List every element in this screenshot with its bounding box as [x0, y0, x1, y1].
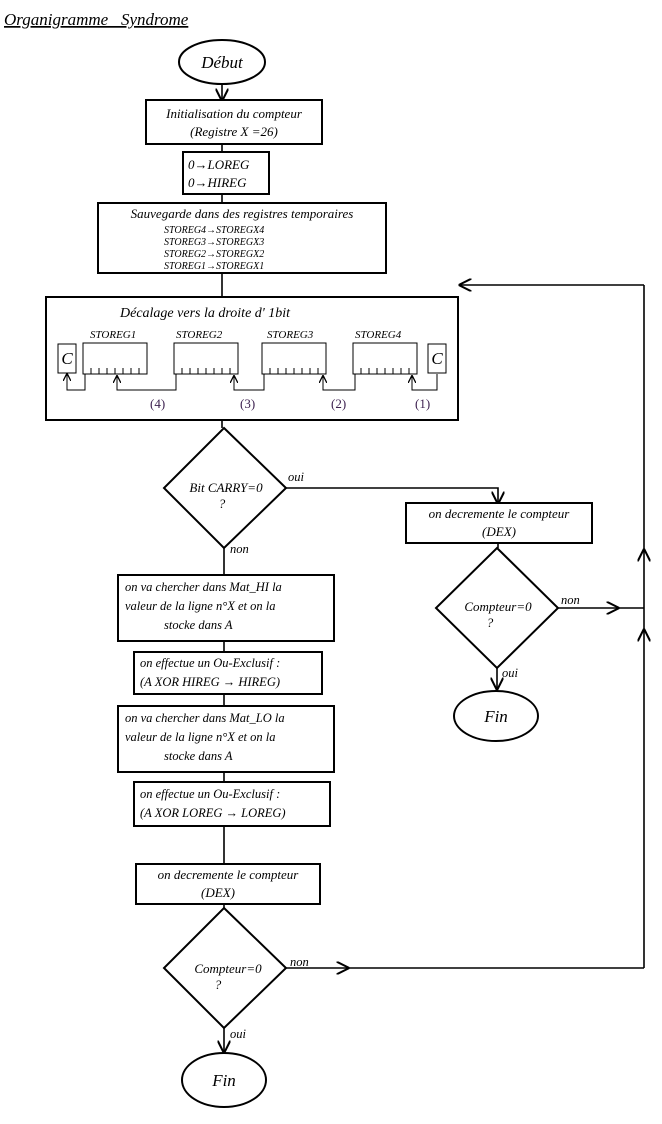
end-terminal-right — [453, 690, 539, 742]
counter-left-no-label: non — [290, 955, 309, 969]
init-line-1: Initialisation du compteur — [165, 106, 303, 121]
save-registers-box — [97, 202, 387, 274]
carry-label-right: C — [431, 349, 443, 368]
register-storeg2: STOREG2 — [173, 329, 239, 375]
counter-right-line-2: ? — [487, 615, 494, 630]
diagram-title: Organigramme _Syndrome — [4, 10, 189, 29]
shift-heading: Décalage vers la droite d' 1bit — [119, 306, 291, 321]
register-label-2: STOREG2 — [176, 329, 223, 341]
xor-hi-line-2: (A XOR HIREG → HIREG) — [140, 675, 280, 689]
save-line-3: STOREG2→STOREGX2 — [164, 249, 264, 260]
register-storeg3: STOREG3 — [261, 329, 327, 375]
xor-hi-box — [133, 651, 323, 695]
carry-decision-line-1: Bit CARRY=0 — [189, 480, 263, 495]
decrement-left-box — [135, 863, 321, 905]
fetch-lo-line-3: stocke dans A — [164, 749, 233, 763]
register-label-1: STOREG1 — [90, 329, 136, 341]
save-line-4: STOREG1→STOREGX1 — [164, 261, 264, 272]
reset-registers-box — [182, 151, 270, 195]
xor-lo-box — [133, 781, 331, 827]
save-line-2: STOREG3→STOREGX3 — [164, 237, 264, 248]
decrement-right-line-1: on decremente le compteur — [429, 506, 571, 521]
start-label: Début — [200, 53, 244, 72]
register-label-4: STOREG4 — [355, 329, 402, 341]
xor-hi-line-1: on effectue un Ou-Exclusif : — [140, 656, 280, 670]
fetch-hi-line-1: on va chercher dans Mat_HI la — [125, 580, 282, 594]
xor-lo-line-2: (A XOR LOREG → LOREG) — [140, 806, 286, 820]
fetch-hi-line-2: valeur de la ligne n°X et on la — [125, 599, 275, 613]
step-label-2: (2) — [331, 396, 346, 411]
register-storeg4: STOREG4 — [352, 329, 418, 375]
register-label-3: STOREG3 — [267, 329, 314, 341]
decrement-left-line-2: (DEX) — [201, 885, 235, 900]
save-line-1: STOREG4→STOREGX4 — [164, 225, 264, 236]
decrement-right-line-2: (DEX) — [482, 524, 516, 539]
carry-no-label: non — [230, 542, 249, 556]
step-label-1: (1) — [415, 396, 430, 411]
carry-label-left: C — [61, 349, 73, 368]
end-right-label: Fin — [483, 707, 508, 726]
fetch-lo-line-2: valeur de la ligne n°X et on la — [125, 730, 275, 744]
decrement-left-line-1: on decremente le compteur — [158, 867, 300, 882]
step-label-3: (3) — [240, 396, 255, 411]
init-counter-box — [145, 99, 323, 145]
decrement-right-box — [405, 502, 593, 544]
fetch-mat-hi-box — [117, 574, 335, 642]
counter-left-line-1: Compteur=0 — [194, 961, 262, 976]
counter-left-line-2: ? — [215, 977, 222, 992]
init-line-2: (Registre X =26) — [190, 124, 278, 139]
carry-yes-label: oui — [288, 470, 305, 484]
fetch-lo-line-1: on va chercher dans Mat_LO la — [125, 711, 285, 725]
step-label-4: (4) — [150, 396, 165, 411]
shift-connectors — [67, 374, 438, 391]
carry-box-left — [57, 343, 77, 374]
fetch-hi-line-3: stocke dans A — [164, 618, 233, 632]
carry-decision-line-2: ? — [219, 496, 226, 511]
end-terminal-left — [181, 1052, 267, 1108]
save-heading: Sauvegarde dans des registres temporaire… — [131, 206, 354, 221]
counter-right-line-1: Compteur=0 — [464, 599, 532, 614]
counter-right-no-label: non — [561, 593, 580, 607]
reset-loreg: 0→LOREG — [188, 157, 250, 172]
fetch-mat-lo-box — [117, 705, 335, 773]
counter-left-yes-label: oui — [230, 1027, 247, 1041]
carry-box-right — [427, 343, 447, 374]
register-storeg1: STOREG1 — [82, 329, 148, 375]
counter-right-yes-label: oui — [502, 666, 519, 680]
reset-hireg: 0→HIREG — [188, 175, 247, 190]
end-left-label: Fin — [211, 1071, 236, 1090]
xor-lo-line-1: on effectue un Ou-Exclusif : — [140, 787, 280, 801]
